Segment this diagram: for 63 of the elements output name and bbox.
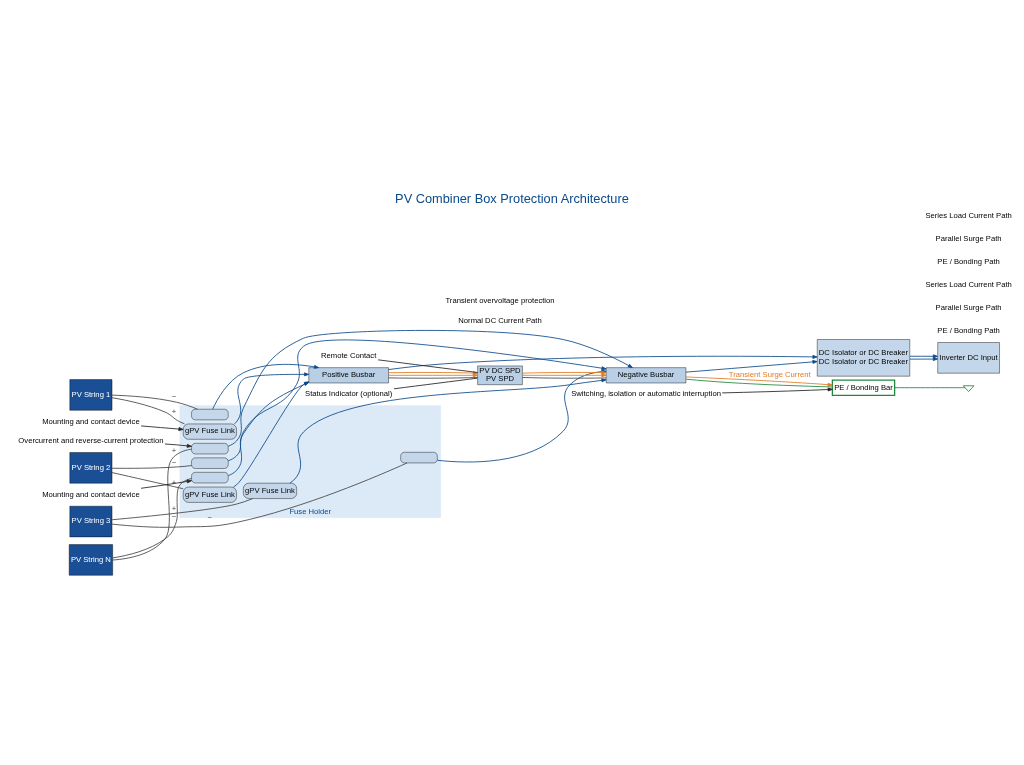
legend-label: Parallel Surge Path	[935, 302, 1002, 312]
connector	[522, 376, 607, 379]
legend-label: PE / Bonding Path	[937, 325, 1000, 335]
connector	[111, 394, 199, 410]
label: Transient overvoltage protection	[445, 295, 555, 305]
edge-label: Transient Surge Current	[728, 369, 811, 379]
node-text: Remote Contact	[321, 350, 377, 360]
node-box: Inverter DC Input	[937, 341, 1000, 373]
node-box: gPV Fuse Link	[183, 423, 237, 439]
connector	[112, 477, 192, 558]
arrow	[721, 387, 833, 393]
arrow	[685, 359, 818, 373]
node-text: Mounting and contact device	[42, 416, 140, 426]
node-box	[191, 457, 229, 469]
node-box: DC Isolator or DC Breaker DC Isolator or DC Breaker	[817, 338, 910, 376]
node-ground	[962, 384, 975, 392]
node-box: gPV Fuse Link	[243, 482, 297, 499]
connector	[112, 448, 192, 560]
node-box	[400, 451, 438, 463]
diagram-title: PV Combiner Box Protection Architecture	[395, 190, 629, 206]
arrow	[212, 363, 320, 410]
edge-label: +	[171, 503, 177, 513]
node-box: PV String N	[68, 543, 113, 575]
connector	[111, 471, 184, 489]
connector	[111, 464, 192, 469]
node-box: gPV Fuse Link	[183, 486, 237, 503]
node-box: PV String 2	[69, 451, 113, 483]
node-box: Negative Busbar	[605, 366, 687, 383]
node-box: PE / Bonding Bar	[831, 378, 896, 396]
connector	[388, 376, 478, 379]
arrow	[227, 329, 633, 447]
edge-label: +	[171, 477, 177, 487]
edge-label: +	[171, 445, 177, 455]
arrow	[909, 353, 938, 358]
node-text: Switching, isolation or automatic interruption	[571, 388, 721, 398]
connector	[393, 377, 478, 389]
arrow	[909, 356, 938, 361]
legend-label: Parallel Surge Path	[935, 233, 1002, 243]
node-box	[191, 408, 229, 420]
legend-label: Series Load Current Path	[925, 210, 1012, 220]
node-text: Status Indicator (optional)	[305, 388, 393, 398]
label: Normal DC Current Path	[458, 315, 542, 325]
edge-label: −	[171, 391, 177, 401]
node-box	[191, 442, 229, 454]
node-box: PV DC SPD PV SPD	[477, 365, 523, 385]
arrow	[388, 354, 818, 370]
edge-label: −	[171, 457, 177, 467]
edge-label: −	[171, 511, 177, 521]
legend-label: PE / Bonding Path	[937, 256, 1000, 266]
arrow	[140, 425, 184, 431]
node-box: PV String 3	[69, 505, 113, 537]
node-text: Mounting and contact device	[42, 489, 140, 499]
node-box: PV String 1	[69, 378, 113, 410]
connector	[894, 386, 966, 388]
node-text: Overcurrent and reverse-current protection	[18, 435, 164, 445]
legend-label: Series Load Current Path	[925, 279, 1012, 289]
edge-label: +	[171, 406, 177, 416]
arrow	[140, 479, 192, 489]
connector	[111, 497, 254, 520]
arrow	[164, 443, 192, 448]
connector	[111, 462, 408, 528]
node-box	[191, 471, 229, 483]
connector	[111, 396, 185, 424]
